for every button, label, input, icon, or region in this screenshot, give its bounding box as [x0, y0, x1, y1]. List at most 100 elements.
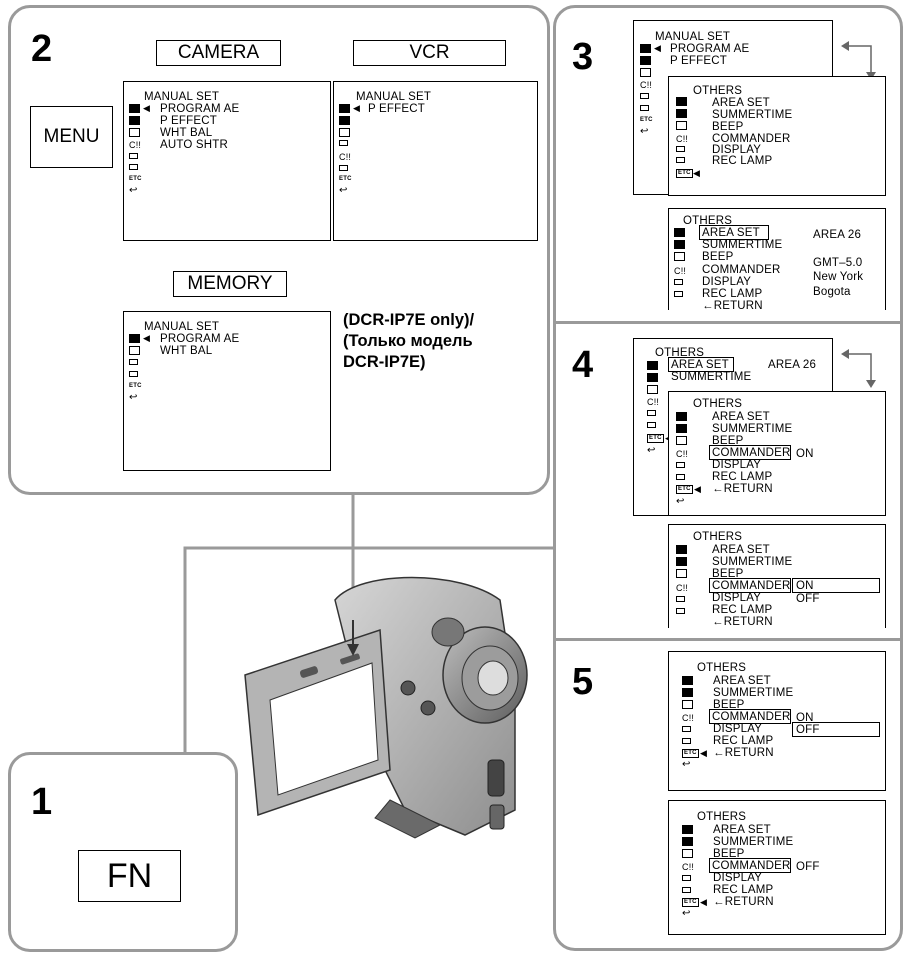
cursor-icon: ◀: [143, 103, 150, 113]
tape-set-icon: C!!: [129, 140, 142, 150]
menu-item: DISPLAY: [713, 872, 763, 884]
vcr-header: VCR: [353, 40, 506, 66]
card-icon: [129, 359, 138, 365]
area-value: AREA 26: [768, 359, 817, 371]
step-number: 2: [31, 28, 53, 70]
selection-box: [709, 858, 791, 873]
selection-box: [699, 225, 769, 240]
etc-icon: ETC: [339, 176, 352, 182]
etc-icon: ETC: [129, 383, 142, 389]
menu-item: COMMANDER: [712, 133, 791, 145]
model-note: (DCR-IP7E only)/ (Только модель DCR-IP7E…: [343, 310, 474, 373]
lcd-set-icon: [682, 849, 693, 858]
option-on: ON: [796, 580, 814, 592]
camera-set-icon: [674, 240, 685, 249]
return-icon: ↩: [682, 759, 691, 770]
menu-item: ←RETURN: [712, 483, 773, 495]
cursor-icon: ◀: [654, 43, 661, 53]
menu-title: OTHERS: [697, 662, 747, 674]
menu-item: PROGRAM AE: [160, 103, 240, 115]
manual-set-icon: [676, 412, 687, 421]
menu-item: REC LAMP: [713, 884, 774, 896]
manual-set-icon: [682, 676, 693, 685]
menu-item: REC LAMP: [712, 604, 773, 616]
menu-item: AUTO SHTR: [160, 139, 229, 151]
lcd-set-icon: [674, 252, 685, 261]
menu-title: MANUAL SET: [144, 321, 220, 333]
setup-icon: [339, 165, 348, 171]
return-icon: ↩: [640, 126, 649, 137]
step-number: 5: [572, 661, 594, 703]
option-on: ON: [796, 712, 814, 724]
menu-item: BEEP: [712, 121, 744, 133]
manual-set-icon: [129, 104, 140, 113]
cursor-icon: ◀: [693, 168, 700, 178]
menu-title: MANUAL SET: [655, 31, 731, 43]
cursor-icon: ◀: [694, 484, 701, 494]
cursor-icon: ◀: [700, 897, 707, 907]
lcd-set-icon: [647, 385, 658, 394]
tape-set-icon: C!!: [674, 266, 687, 276]
menu-item: SUMMERTIME: [713, 836, 794, 848]
tape-set-icon: C!!: [676, 449, 689, 459]
menu-item: SUMMERTIME: [712, 556, 793, 568]
etc-icon: ETC: [129, 176, 142, 182]
camcorder-illustration: [244, 576, 528, 839]
menu-item: REC LAMP: [713, 735, 774, 747]
manual-set-icon: [640, 44, 651, 53]
tape-set-icon: C!!: [676, 134, 689, 144]
option-highlight: [792, 578, 880, 593]
panel-step-2: 2 CAMERA VCR MENU MANUAL SET ◀ PROGRAM A…: [8, 5, 550, 495]
etc-icon: ETC: [682, 749, 699, 758]
return-icon: ↩: [682, 908, 691, 919]
menu-item: REC LAMP: [712, 471, 773, 483]
menu-item: BEEP: [713, 699, 745, 711]
setup-icon: [676, 462, 685, 468]
menu-title: OTHERS: [693, 531, 743, 543]
option-highlight: [792, 722, 880, 737]
menu-title: MANUAL SET: [356, 91, 432, 103]
menu-button[interactable]: MENU: [30, 106, 113, 168]
vcr-set-icon: [339, 116, 350, 125]
menu-title: OTHERS: [693, 398, 743, 410]
menu-item: AREA SET: [702, 227, 760, 239]
step-number: 1: [31, 781, 53, 823]
memory-set-icon: [129, 164, 138, 170]
step3-others-screen: OTHERS AREA SET SUMMERTIME BEEP C!! COMM…: [668, 76, 886, 196]
vcr-menu-screen: MANUAL SET ◀ P EFFECT C!! ETC ↩: [333, 81, 538, 241]
step4-commander-screen: OTHERS AREA SET SUMMERTIME BEEP C!! COMM…: [668, 391, 886, 516]
fn-button[interactable]: FN: [78, 850, 181, 902]
selection-box: [709, 578, 791, 593]
etc-icon: ETC: [682, 898, 699, 907]
manual-set-icon: [339, 104, 350, 113]
step5-result-screen: OTHERS AREA SET SUMMERTIME BEEP C!! COMM…: [668, 800, 886, 935]
memory-set-icon: [676, 474, 685, 480]
menu-item: ←RETURN: [713, 896, 774, 908]
etc-icon: ETC: [640, 117, 653, 123]
lcd-set-icon: [339, 128, 350, 137]
manual-set-icon: [682, 825, 693, 834]
option-off: OFF: [796, 724, 820, 736]
camera-set-icon: [676, 109, 687, 118]
model-note-line: DCR-IP7E): [343, 353, 426, 371]
menu-title: OTHERS: [693, 85, 743, 97]
camera-set-icon: [676, 557, 687, 566]
menu-item: PROGRAM AE: [670, 43, 750, 55]
manual-set-icon: [676, 97, 687, 106]
menu-item: WHT BAL: [160, 127, 213, 139]
step4-commander-options-screen: OTHERS AREA SET SUMMERTIME BEEP C!! COMM…: [668, 524, 886, 628]
manual-set-icon: [676, 545, 687, 554]
menu-item: DISPLAY: [712, 459, 762, 471]
menu-item: SUMMERTIME: [713, 687, 794, 699]
lcd-set-icon: [129, 128, 140, 137]
menu-item: SUMMERTIME: [712, 109, 793, 121]
menu-item: AREA SET: [712, 544, 770, 556]
setup-icon: [682, 875, 691, 881]
etc-icon: ETC: [647, 434, 664, 443]
lcd-set-icon: [129, 346, 140, 355]
camera-header: CAMERA: [156, 40, 281, 66]
menu-item: P EFFECT: [670, 55, 727, 67]
menu-title: OTHERS: [697, 811, 747, 823]
selection-box: [668, 357, 734, 372]
step5-off-selected-screen: OTHERS AREA SET SUMMERTIME BEEP C!! COMM…: [668, 651, 886, 791]
